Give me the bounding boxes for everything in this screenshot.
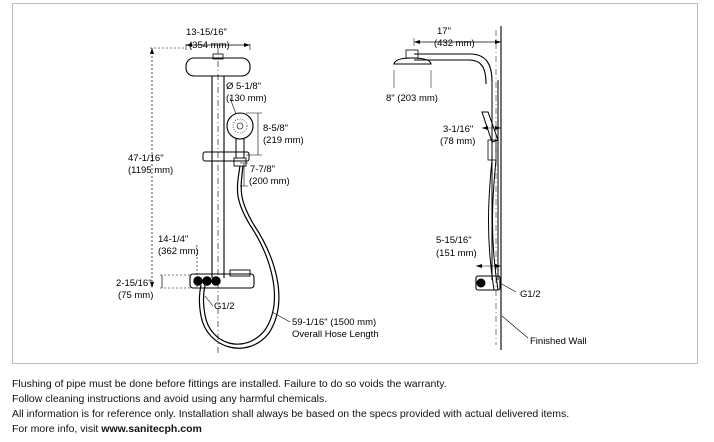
dim-valve-height-mm: (75 mm): [118, 290, 153, 301]
dim-hose-length: 59-1/16" (1500 mm): [292, 317, 376, 328]
hand-shower-head: [226, 112, 254, 140]
dim-overall-height: 47-1/16": [128, 153, 164, 164]
side-view-geometry: [393, 26, 529, 350]
drawing-frame: [12, 3, 698, 364]
dim-handheld-depth: 3-1/16": [443, 124, 473, 135]
dim-arm-reach-mm: (432 mm): [434, 38, 475, 49]
label-hose-length: Overall Hose Length: [292, 329, 379, 340]
dim-valve-depth-mm: (151 mm): [436, 248, 477, 259]
dim-valve-to-head: 14-1/4": [158, 234, 188, 245]
dim-handheld-length: 8-5/8": [263, 123, 288, 134]
dim-head-diameter-mm: (130 mm): [226, 93, 267, 104]
control-knob-1: [193, 276, 203, 286]
side-shower-head: [393, 57, 432, 65]
technical-drawing: 13-15/16" (354 mm) Ø 5-1/8" (130 mm) 8-5…: [116, 26, 587, 355]
dim-head-diameter: Ø 5-1/8": [226, 81, 261, 92]
overhead-shower-head: [185, 57, 251, 77]
dim-handheld-length-mm: (219 mm): [263, 135, 304, 146]
shower-arm: [414, 53, 493, 83]
dim-handheld-depth-mm: (78 mm): [440, 136, 475, 147]
dim-valve-height: 2-15/16": [116, 278, 152, 289]
dim-valve-to-head-mm: (362 mm): [158, 246, 199, 257]
label-inlet-front: G1/2: [214, 301, 235, 312]
dim-head-size: 8" (203 mm): [386, 93, 438, 104]
control-knob-2: [202, 276, 212, 286]
dim-overall-height-mm: (1195 mm): [128, 165, 173, 176]
side-hand-shower: [481, 111, 499, 143]
website-link[interactable]: www.sanitecph.com: [101, 423, 202, 435]
note-reference: All information is for reference only. I…: [12, 408, 570, 420]
label-finished-wall: Finished Wall: [530, 336, 587, 347]
note-more-info-prefix: For more info, visit: [12, 423, 102, 435]
note-flushing: Flushing of pipe must be done before fit…: [12, 378, 447, 390]
note-cleaning: Follow cleaning instructions and avoid u…: [12, 393, 328, 405]
label-inlet-side: G1/2: [520, 289, 541, 300]
control-knob-3: [211, 276, 221, 286]
dim-head-width-mm: (354 mm): [189, 40, 230, 51]
slide-holder: [202, 151, 250, 162]
valve-body: [189, 273, 255, 289]
note-more-info: For more info, visit www.sanitecph.com: [12, 422, 702, 437]
dim-slide-offset-mm: (200 mm): [249, 176, 290, 187]
shower-hose: [202, 165, 275, 345]
dim-head-width: 13-15/16": [186, 27, 227, 38]
notes-block: Flushing of pipe must be done before fit…: [12, 377, 702, 437]
dim-arm-reach: 17": [437, 26, 451, 37]
front-view-geometry: [150, 43, 291, 355]
dim-slide-offset: 7-7/8": [250, 164, 275, 175]
dim-valve-depth: 5-15/16": [436, 235, 472, 246]
